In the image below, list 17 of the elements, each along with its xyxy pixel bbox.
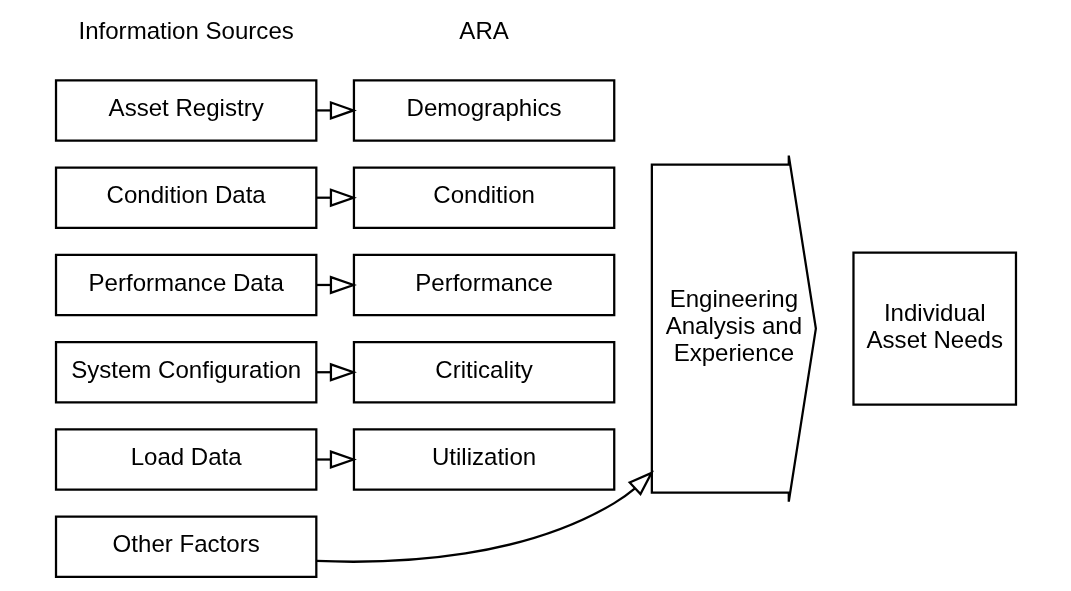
node-box: Performance <box>352 253 615 317</box>
arrow <box>315 470 654 563</box>
label: Information Sources <box>78 17 294 45</box>
node-box: Load Data <box>54 428 317 491</box>
arrow <box>316 100 357 120</box>
node-box: Performance Data <box>54 253 317 317</box>
arrow <box>316 450 357 469</box>
node-box: Asset Registry <box>54 79 317 142</box>
node-box: Condition <box>352 166 615 229</box>
node-box: Demographics <box>352 79 615 142</box>
node-box: Utilization <box>352 428 615 491</box>
label: ARA <box>458 17 509 45</box>
node-box: Other Factors <box>54 515 317 578</box>
node-box: Individual Asset Needs <box>851 251 1017 406</box>
node-box: Condition Data <box>54 166 317 229</box>
node-box: Criticality <box>352 341 615 404</box>
node-box: System Configuration <box>54 341 317 404</box>
